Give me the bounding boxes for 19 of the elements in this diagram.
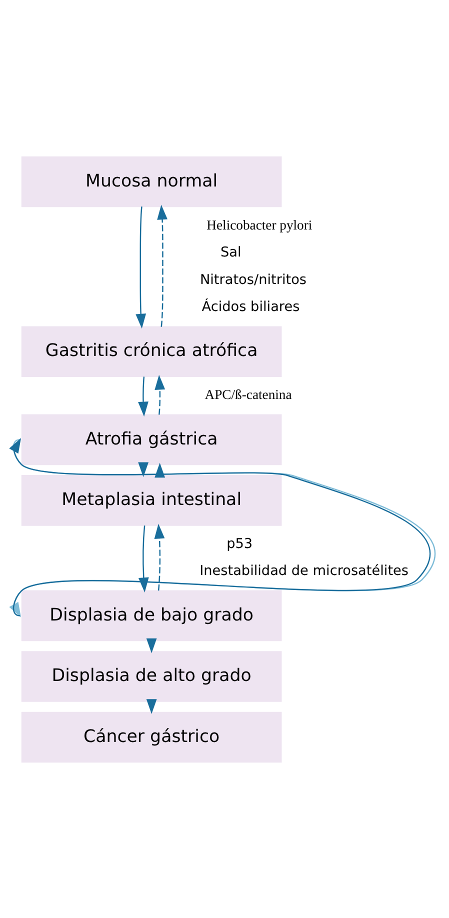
node-box: Gastritis crónica atrófica <box>21 326 282 377</box>
label: Ácidos biliares <box>202 298 300 315</box>
arrow <box>136 206 146 328</box>
arrow <box>138 525 149 592</box>
label: Sal <box>220 244 242 260</box>
label: APC/ß-catenina <box>204 386 292 402</box>
label: Nitratos/nitritos <box>200 271 307 288</box>
node-box: Cáncer gástrico <box>21 711 282 762</box>
arrow <box>157 204 168 326</box>
label: Inestabilidad de microsatélites <box>200 562 409 579</box>
arrow <box>154 523 165 590</box>
arrow <box>138 462 149 477</box>
arrow <box>138 376 148 416</box>
arrow <box>154 462 166 478</box>
arrow <box>154 374 166 414</box>
arrow <box>146 638 157 653</box>
label: Helicobacter pylori <box>206 216 312 232</box>
node-box: Mucosa normal <box>21 156 282 207</box>
label: p53 <box>226 535 253 552</box>
